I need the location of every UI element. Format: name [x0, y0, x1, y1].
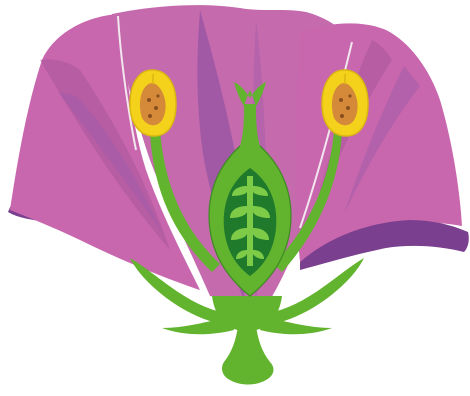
placenta — [247, 176, 253, 266]
right-anther — [322, 70, 368, 136]
pedicel — [222, 326, 273, 385]
left-anther — [130, 70, 176, 136]
